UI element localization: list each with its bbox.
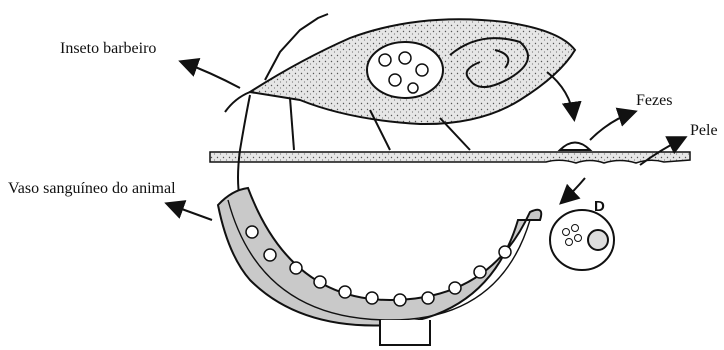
label-inseto-barbeiro: Inseto barbeiro xyxy=(60,40,156,58)
label-fezes: Fezes xyxy=(636,92,672,110)
blood-vessel xyxy=(218,188,541,345)
infected-cell-detail xyxy=(550,210,614,270)
skin-surface xyxy=(210,152,690,163)
triatomine-insect xyxy=(225,14,590,200)
label-pele: Pele xyxy=(690,122,718,140)
label-detail-d: D xyxy=(594,198,605,215)
label-vaso-sanguineo: Vaso sanguíneo do animal xyxy=(8,180,176,198)
